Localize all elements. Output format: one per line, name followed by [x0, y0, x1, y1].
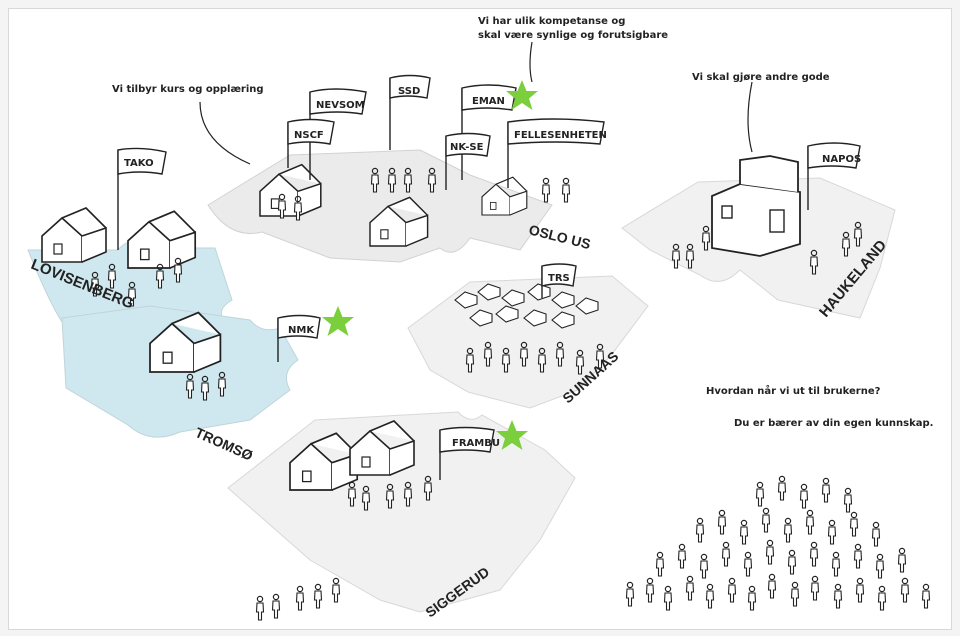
flag-nscf-label: NSCF — [294, 130, 324, 141]
house-napos — [711, 155, 801, 257]
flag-poles — [117, 74, 861, 480]
star-nmk — [322, 306, 354, 336]
place-tromso: TROMSØ — [193, 424, 256, 464]
flag-frambu-label: FRAMBU — [452, 438, 500, 449]
crowd — [625, 475, 931, 611]
flag-nevsom-label: NEVSOM — [316, 100, 365, 111]
speech-kurs: Vi tilbyr kurs og opplæring — [112, 84, 264, 95]
flag-trs-label: TRS — [548, 273, 570, 284]
puzzle-piece-sunnaas — [407, 275, 649, 409]
speech-baerer: Du er bærer av din egen kunnskap. — [734, 418, 933, 429]
flag-tako-label: TAKO — [124, 158, 154, 169]
speech-hvordan: Hvordan når vi ut til brukerne? — [706, 384, 881, 397]
puzzle-piece-siggerud — [227, 411, 576, 613]
flag-ssd-label: SSD — [398, 86, 420, 97]
flag-nmk-label: NMK — [288, 325, 315, 336]
puzzle-piece-oslo-us — [207, 149, 553, 263]
place-oslo-us: OSLO US — [527, 221, 592, 252]
flag-eman-label: EMAN — [472, 96, 505, 107]
house-lovisenberg-2 — [127, 210, 197, 269]
house-lovisenberg-1 — [41, 207, 107, 263]
speech-kompetanse-line1: Vi har ulik kompetanse og — [478, 16, 625, 27]
flag-fellesenheten-label: FELLESENHETEN — [514, 130, 607, 141]
speech-pointers — [199, 41, 753, 165]
speech-gjore: Vi skal gjøre andre gode — [692, 72, 830, 83]
flag-napos-label: NAPOS — [822, 154, 861, 165]
flag-nkse-label: NK-SE — [450, 142, 484, 153]
sunnaas-tents — [454, 283, 599, 329]
speech-kompetanse-line2: skal være synlige og forutsigbare — [478, 30, 668, 41]
